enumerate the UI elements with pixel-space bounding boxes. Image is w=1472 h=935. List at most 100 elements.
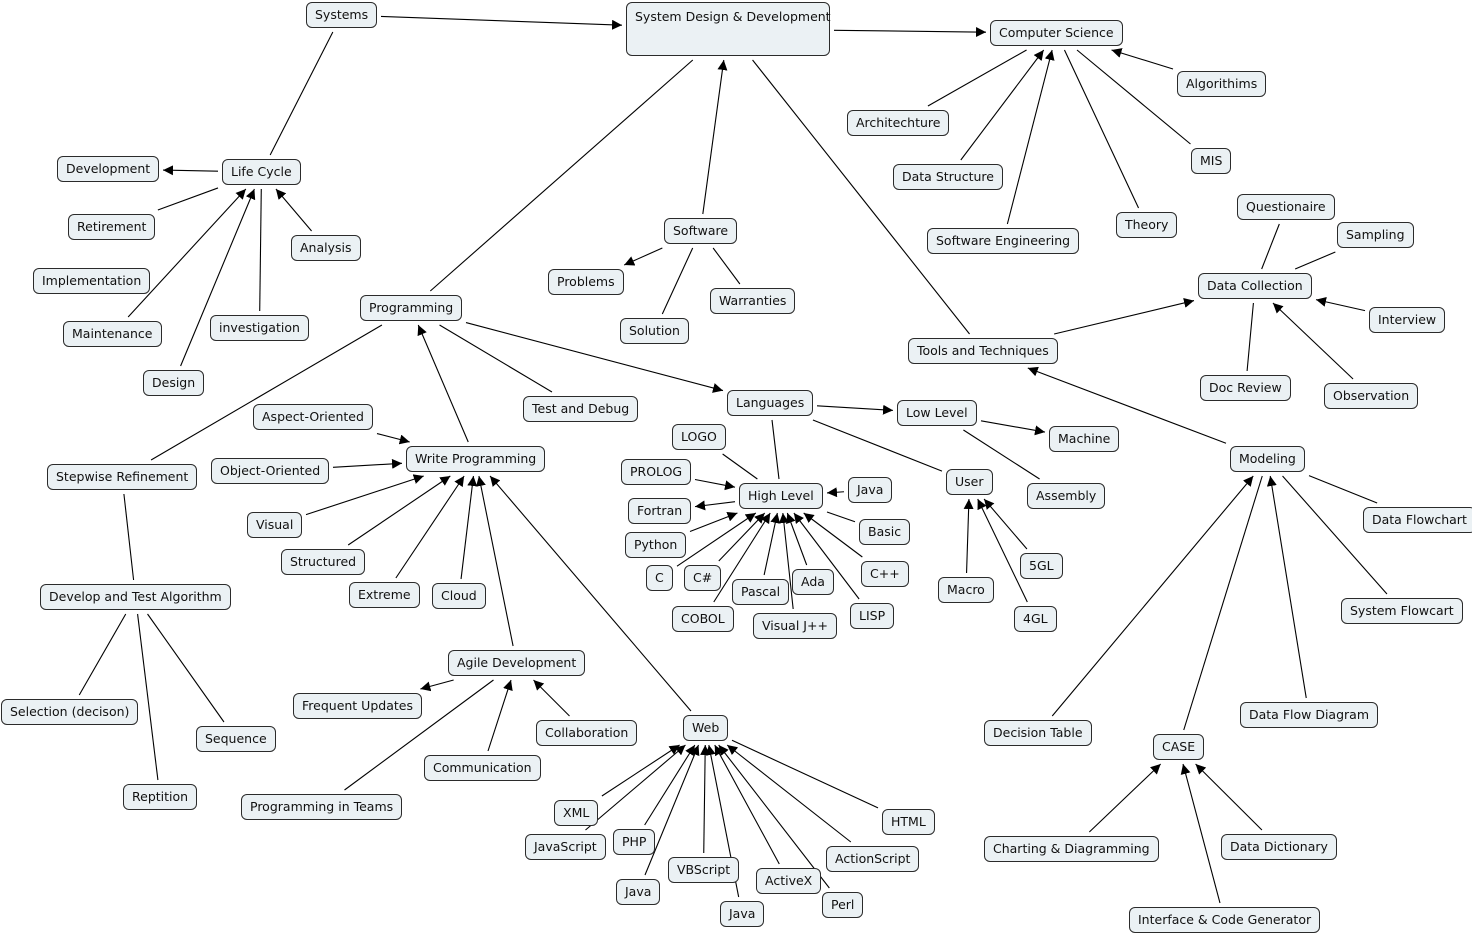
concept-node-docreview[interactable]: Doc Review	[1200, 375, 1291, 401]
concept-node-datadictionary[interactable]: Data Dictionary	[1221, 834, 1337, 860]
concept-node-javaweb2[interactable]: Java	[720, 901, 765, 927]
concept-node-mis[interactable]: MIS	[1191, 148, 1232, 174]
concept-node-cs[interactable]: Computer Science	[990, 20, 1123, 46]
concept-node-retirement[interactable]: Retirement	[68, 214, 156, 240]
concept-node-implementation[interactable]: Implementation	[33, 268, 151, 294]
concept-node-repetition[interactable]: Reptition	[123, 784, 198, 810]
concept-node-actionscript[interactable]: ActionScript	[826, 846, 920, 872]
edge-sdd-tools	[752, 59, 970, 335]
concept-node-charting[interactable]: Charting & Diagramming	[984, 836, 1159, 862]
concept-node-basic[interactable]: Basic	[859, 519, 911, 545]
concept-node-algorithms[interactable]: Algorithims	[1177, 71, 1267, 97]
concept-node-structured[interactable]: Structured	[281, 549, 366, 575]
concept-node-sampling[interactable]: Sampling	[1337, 222, 1414, 248]
edge-gl4-user	[977, 498, 1028, 603]
concept-node-observation[interactable]: Observation	[1324, 383, 1419, 409]
concept-node-communication[interactable]: Communication	[424, 755, 541, 781]
concept-node-interfacegen[interactable]: Interface & Code Generator	[1129, 907, 1321, 933]
concept-node-warranties[interactable]: Warranties	[710, 288, 796, 314]
concept-node-dfd[interactable]: Data Flow Diagram	[1240, 702, 1378, 728]
concept-node-design[interactable]: Design	[143, 370, 205, 396]
concept-node-user[interactable]: User	[946, 469, 993, 495]
concept-node-testdebug[interactable]: Test and Debug	[523, 396, 639, 422]
concept-node-solution[interactable]: Solution	[620, 318, 689, 344]
concept-node-collaboration[interactable]: Collaboration	[536, 720, 638, 746]
edge-objectoriented-writeprog	[332, 458, 403, 469]
concept-node-theory[interactable]: Theory	[1116, 212, 1178, 238]
concept-node-softeng[interactable]: Software Engineering	[927, 228, 1080, 254]
concept-node-ada[interactable]: Ada	[792, 569, 834, 595]
concept-node-highlevel[interactable]: High Level	[739, 483, 823, 509]
concept-node-investigation[interactable]: investigation	[210, 315, 309, 341]
concept-node-fortran[interactable]: Fortran	[628, 498, 692, 524]
concept-node-visualj[interactable]: Visual J++	[753, 613, 837, 639]
concept-node-javascript[interactable]: JavaScript	[525, 834, 606, 860]
concept-node-languages[interactable]: Languages	[727, 390, 814, 416]
concept-node-modeling[interactable]: Modeling	[1230, 446, 1305, 472]
concept-node-datastructure[interactable]: Data Structure	[893, 164, 1003, 190]
concept-node-systemflowchart[interactable]: System Flowcart	[1341, 598, 1463, 624]
concept-node-teams[interactable]: Programming in Teams	[241, 794, 403, 820]
concept-node-analysis[interactable]: Analysis	[291, 235, 361, 261]
edge-software-warranties	[712, 247, 741, 285]
concept-node-agile[interactable]: Agile Development	[448, 650, 586, 676]
concept-node-aspect[interactable]: Aspect-Oriented	[253, 404, 373, 430]
edge-javaweb1-web	[644, 744, 700, 876]
concept-node-html[interactable]: HTML	[882, 809, 935, 835]
concept-node-javahl[interactable]: Java	[848, 477, 893, 503]
concept-node-architecture[interactable]: Architechture	[847, 110, 950, 136]
concept-node-frequent[interactable]: Frequent Updates	[293, 693, 422, 719]
concept-node-problems[interactable]: Problems	[548, 269, 624, 295]
concept-node-assembly[interactable]: Assembly	[1027, 483, 1106, 509]
concept-node-lifecycle[interactable]: Life Cycle	[222, 159, 301, 185]
concept-node-decisiontable[interactable]: Decision Table	[984, 720, 1092, 746]
concept-node-pascal[interactable]: Pascal	[732, 579, 790, 605]
concept-node-web[interactable]: Web	[683, 715, 729, 741]
concept-node-macro[interactable]: Macro	[938, 577, 994, 603]
concept-node-prolog[interactable]: PROLOG	[621, 459, 692, 485]
concept-node-development[interactable]: Development	[57, 156, 160, 182]
concept-node-python[interactable]: Python	[625, 532, 687, 558]
concept-node-dataflowchart[interactable]: Data Flowchart	[1363, 507, 1472, 533]
edge-collaboration-agile	[533, 679, 570, 717]
concept-node-perl[interactable]: Perl	[822, 892, 864, 918]
concept-node-extreme[interactable]: Extreme	[349, 582, 420, 608]
concept-node-php[interactable]: PHP	[613, 829, 656, 855]
concept-node-datacollection[interactable]: Data Collection	[1198, 273, 1312, 299]
concept-node-csharp[interactable]: C#	[684, 565, 722, 591]
concept-node-cloud[interactable]: Cloud	[432, 583, 486, 609]
edge-decisiontable-modeling	[1051, 475, 1254, 717]
concept-node-vbscript[interactable]: VBScript	[668, 857, 740, 883]
concept-node-lisp[interactable]: LISP	[850, 603, 895, 629]
concept-node-tools[interactable]: Tools and Techniques	[908, 338, 1058, 364]
concept-node-selection[interactable]: Selection (decison)	[1, 699, 139, 725]
concept-node-programming[interactable]: Programming	[360, 295, 463, 321]
concept-node-writeprog[interactable]: Write Programming	[406, 446, 546, 472]
concept-node-gl4[interactable]: 4GL	[1014, 606, 1057, 632]
concept-node-systems[interactable]: Systems	[306, 2, 378, 28]
concept-node-software[interactable]: Software	[664, 218, 738, 244]
concept-node-stepwise[interactable]: Stepwise Refinement	[47, 464, 198, 490]
edge-software-problems	[623, 247, 663, 266]
concept-node-sdd[interactable]: System Design & Development	[626, 2, 831, 56]
concept-node-visual[interactable]: Visual	[247, 512, 303, 538]
concept-node-interview[interactable]: Interview	[1369, 307, 1446, 333]
concept-node-c[interactable]: C	[646, 565, 673, 591]
concept-node-cobol[interactable]: COBOL	[672, 606, 734, 632]
concept-node-maintenance[interactable]: Maintenance	[63, 321, 162, 347]
concept-node-logo[interactable]: LOGO	[672, 424, 726, 450]
concept-node-gl5[interactable]: 5GL	[1020, 553, 1063, 579]
concept-node-questionaire[interactable]: Questionaire	[1237, 194, 1335, 220]
concept-node-case[interactable]: CASE	[1153, 734, 1205, 760]
concept-node-machine[interactable]: Machine	[1049, 426, 1120, 452]
concept-node-cpp[interactable]: C++	[861, 561, 909, 587]
concept-node-javaweb1[interactable]: Java	[616, 879, 661, 905]
concept-node-objectoriented[interactable]: Object-Oriented	[211, 458, 330, 484]
edge-observation-datacollection	[1272, 302, 1354, 380]
concept-node-sequence[interactable]: Sequence	[196, 726, 276, 752]
concept-node-devtest[interactable]: Develop and Test Algorithm	[40, 584, 231, 610]
concept-node-xml[interactable]: XML	[554, 800, 599, 826]
edge-csharp-highlevel	[718, 512, 766, 562]
concept-node-lowlevel[interactable]: Low Level	[897, 400, 977, 426]
concept-node-activex[interactable]: ActiveX	[756, 868, 822, 894]
